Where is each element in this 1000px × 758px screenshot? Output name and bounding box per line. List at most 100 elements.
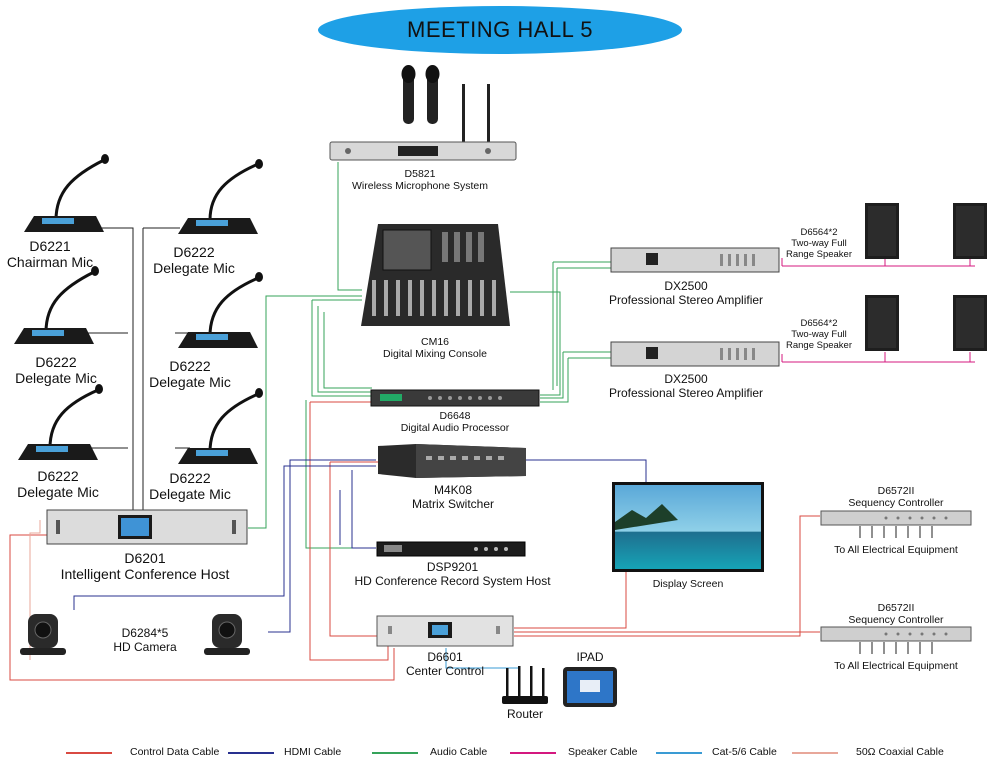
d5821-model: D5821 bbox=[404, 168, 436, 180]
legend-swatch-audio bbox=[372, 752, 418, 754]
legend-swatch-speaker bbox=[510, 752, 556, 754]
speaker-icon bbox=[865, 295, 899, 351]
conference-host-icon bbox=[46, 509, 248, 545]
delegate-mic-3 bbox=[176, 270, 264, 356]
display-screen-icon bbox=[612, 482, 764, 572]
amp1-model: DX2500 bbox=[664, 279, 708, 293]
legend-label-control: Control Data Cable bbox=[130, 746, 220, 758]
sequence-controller-icon bbox=[820, 626, 972, 654]
record-system-host bbox=[376, 540, 526, 558]
seq1-note: To All Electrical Equipment bbox=[834, 544, 958, 556]
gooseneck-mic-icon bbox=[178, 159, 263, 234]
seq2-model: D6572II bbox=[877, 602, 915, 614]
camera-icon bbox=[20, 614, 66, 655]
tablet-icon bbox=[563, 667, 617, 707]
seq1-name: Sequency Controller bbox=[848, 497, 944, 510]
matrix-switcher bbox=[376, 442, 528, 480]
audio-processor-icon bbox=[370, 389, 540, 407]
delegate-1-model: D6222 bbox=[173, 244, 215, 260]
delegate-mic-2 bbox=[12, 264, 100, 352]
seq2-note: To All Electrical Equipment bbox=[834, 660, 958, 672]
legend-swatch-control bbox=[66, 752, 112, 754]
legend-swatch-coax bbox=[792, 752, 838, 754]
legend-swatch-hdmi bbox=[228, 752, 274, 754]
center-control bbox=[376, 614, 514, 648]
conference-host bbox=[46, 508, 248, 546]
digital-mixing-console bbox=[358, 222, 513, 332]
gooseneck-mic-icon bbox=[18, 384, 103, 460]
chairman-model: D6221 bbox=[29, 238, 71, 254]
legend-label-speaker: Speaker Cable bbox=[568, 746, 638, 758]
matrix-switcher-icon bbox=[378, 444, 526, 478]
sequence-controller-icon bbox=[820, 510, 972, 538]
amplifier-1 bbox=[610, 246, 780, 274]
display-screen bbox=[612, 482, 764, 572]
m4k08-model: M4K08 bbox=[433, 483, 473, 497]
gooseneck-mic-icon bbox=[14, 266, 99, 344]
title-banner: MEETING HALL 5 bbox=[318, 6, 682, 54]
mixer-icon bbox=[361, 224, 510, 326]
delegate-5-name: Delegate Mic bbox=[149, 486, 231, 503]
spk1-model: D6564*2 bbox=[800, 227, 838, 238]
d6648-name: Digital Audio Processor bbox=[400, 422, 510, 435]
legend-label-audio: Audio Cable bbox=[430, 746, 488, 758]
camera-model: D6284*5 bbox=[121, 626, 169, 640]
legend-label-cat: Cat-5/6 Cable bbox=[712, 746, 777, 758]
gooseneck-mic-icon bbox=[178, 388, 263, 464]
seq2-name: Sequency Controller bbox=[848, 614, 944, 627]
m4k08-name: Matrix Switcher bbox=[411, 496, 494, 511]
display-label: Display Screen bbox=[652, 578, 724, 590]
delegate-2-model: D6222 bbox=[35, 354, 77, 370]
spk1-line2: Range Speaker bbox=[785, 248, 853, 260]
amp1-name: Professional Stereo Amplifier bbox=[608, 292, 764, 307]
amp2-name: Professional Stereo Amplifier bbox=[608, 385, 764, 400]
amplifier-icon bbox=[610, 247, 780, 273]
sequence-controller-1 bbox=[820, 510, 972, 540]
d6201-name: Intelligent Conference Host bbox=[60, 566, 230, 583]
speaker-1b bbox=[952, 202, 988, 260]
speaker-icon bbox=[953, 203, 987, 259]
delegate-5-model: D6222 bbox=[169, 470, 211, 486]
camera-name: HD Camera bbox=[113, 639, 177, 654]
d6648-model: D6648 bbox=[439, 410, 471, 422]
seq1-model: D6572II bbox=[877, 485, 915, 497]
spk2-line2: Range Speaker bbox=[785, 339, 853, 351]
delegate-mic-5 bbox=[176, 386, 264, 472]
d6601-name: Center Control bbox=[405, 663, 485, 678]
amplifier-icon bbox=[610, 341, 780, 367]
gooseneck-mic-icon bbox=[178, 272, 263, 348]
legend-label-hdmi: HDMI Cable bbox=[284, 746, 342, 758]
delegate-1-name: Delegate Mic bbox=[153, 260, 235, 277]
ipad-label: IPAD bbox=[576, 650, 604, 664]
d6601-model: D6601 bbox=[427, 650, 463, 664]
hd-camera-2 bbox=[198, 610, 254, 656]
spk1-line1: Two-way Full bbox=[791, 237, 847, 249]
wireless-mic-system-icon bbox=[329, 65, 517, 161]
dsp9201-name: HD Conference Record System Host bbox=[354, 573, 551, 588]
dsp9201-model: DSP9201 bbox=[426, 560, 479, 574]
camera-icon bbox=[204, 614, 250, 655]
legend-swatch-cat bbox=[656, 752, 702, 754]
d5821-name: Wireless Microphone System bbox=[352, 180, 488, 193]
router-label: Router bbox=[506, 707, 544, 721]
gooseneck-mic-icon bbox=[24, 154, 109, 232]
hd-camera-1 bbox=[14, 610, 70, 656]
router bbox=[500, 664, 550, 706]
cm16-name: Digital Mixing Console bbox=[383, 348, 487, 361]
speaker-1a bbox=[864, 202, 900, 260]
delegate-mic-4 bbox=[16, 382, 104, 468]
digital-audio-processor bbox=[370, 388, 540, 408]
cm16-model: CM16 bbox=[420, 336, 449, 348]
d6201-model: D6201 bbox=[124, 550, 166, 566]
delegate-4-model: D6222 bbox=[37, 468, 79, 484]
wireless-mic-system bbox=[328, 64, 518, 164]
ipad bbox=[562, 666, 618, 708]
record-host-icon bbox=[376, 541, 526, 557]
speaker-icon bbox=[865, 203, 899, 259]
speaker-2a bbox=[864, 294, 900, 352]
router-icon bbox=[502, 666, 548, 704]
delegate-3-model: D6222 bbox=[169, 358, 211, 374]
delegate-mic-1 bbox=[176, 158, 264, 240]
